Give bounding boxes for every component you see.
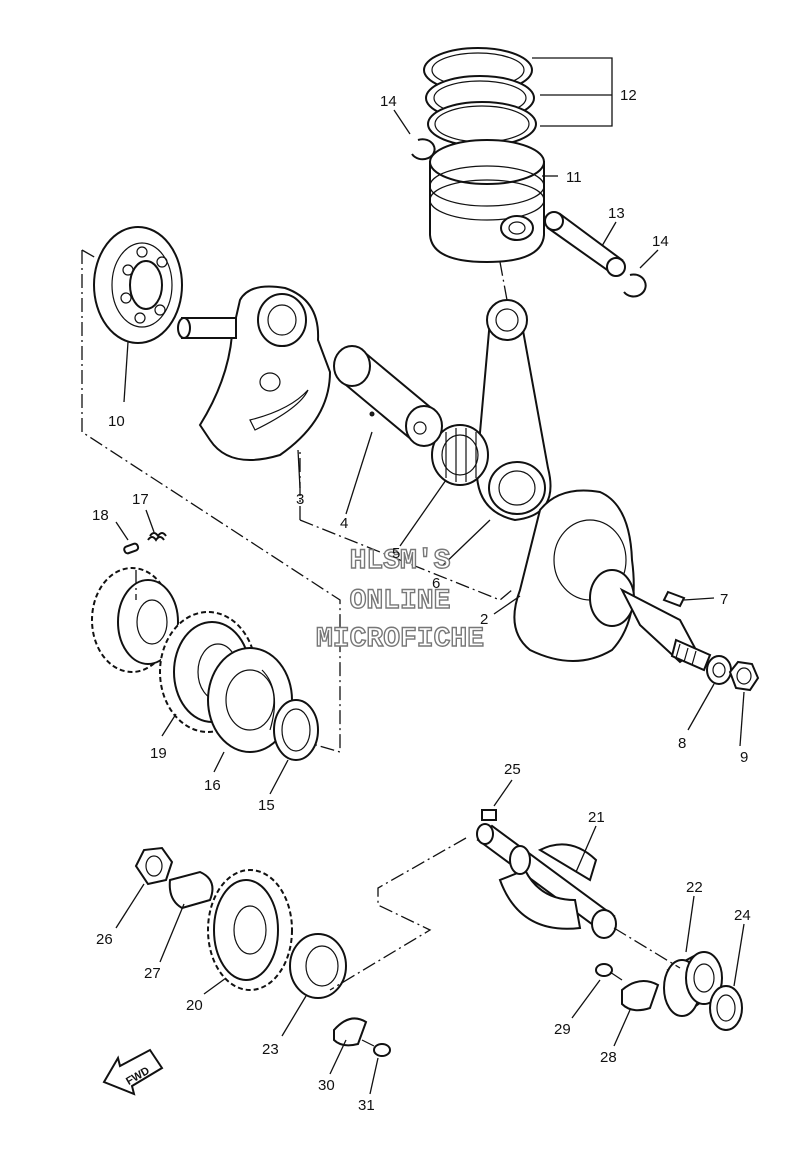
callout-7: 7 [720, 591, 728, 608]
retainer-plate-left [333, 1017, 368, 1047]
crank-washer [706, 655, 732, 685]
drive-gear [91, 567, 179, 673]
callout-4: 4 [340, 515, 348, 532]
crank-right [513, 489, 712, 672]
spring [147, 532, 167, 542]
piston-pin-clip-left [411, 138, 436, 161]
callout-13: 13 [608, 205, 625, 222]
retainer-plate [621, 980, 660, 1012]
callout-16: 16 [204, 777, 221, 794]
oil-seal [709, 985, 743, 1031]
leader-lines [115, 57, 745, 1095]
crank-left [177, 285, 332, 461]
callout-19: 19 [150, 745, 167, 762]
assembly-lines [81, 249, 681, 991]
callout-6: 6 [432, 575, 440, 592]
callout-9: 9 [740, 749, 748, 766]
watermark: HLSM'S ONLINE MICROFICHE [315, 545, 484, 655]
callout-27: 27 [144, 965, 161, 982]
crank-nut [728, 660, 760, 692]
balancer-bearing [663, 951, 723, 1017]
dowel-pin [123, 542, 140, 555]
piston-pin-clip-right [623, 273, 647, 298]
main-bearing-left [93, 226, 183, 344]
callout-24: 24 [734, 907, 751, 924]
callout-8: 8 [678, 735, 686, 752]
balancer-driven-gear [207, 869, 293, 991]
callout-31: 31 [358, 1097, 375, 1114]
callout-5: 5 [392, 545, 400, 562]
gear-nut [134, 846, 174, 886]
crank-pin [333, 345, 443, 447]
callout-17: 17 [132, 491, 149, 508]
plate-washer [273, 699, 319, 761]
retainer-screw-left [361, 1039, 391, 1057]
balancer-bearing-left [289, 933, 347, 999]
callout-20: 20 [186, 997, 203, 1014]
fwd-arrow-icon: FWD [102, 1048, 164, 1096]
connecting-rod [475, 299, 552, 522]
callout-25: 25 [504, 761, 521, 778]
watermark-line-2: ONLINE [350, 586, 451, 617]
lock-washer [168, 870, 214, 910]
callout-28: 28 [600, 1049, 617, 1066]
callout-18: 18 [92, 507, 109, 524]
callout-2: 2 [480, 611, 488, 628]
callout-29: 29 [554, 1021, 571, 1038]
callout-14-top: 14 [380, 93, 397, 110]
callout-21: 21 [588, 809, 605, 826]
callout-22: 22 [686, 879, 703, 896]
callout-labels: 12 14 11 13 14 10 3 4 5 6 2 7 8 9 18 17 … [92, 87, 751, 1114]
watermark-line-3: MICROFICHE [316, 624, 484, 655]
callout-12: 12 [620, 87, 637, 104]
callout-14-right: 14 [652, 233, 669, 250]
callout-15: 15 [258, 797, 275, 814]
callout-11: 11 [566, 169, 582, 186]
callout-10: 10 [108, 413, 125, 430]
piston [429, 139, 545, 264]
callout-26: 26 [96, 931, 113, 948]
retainer-screw [595, 963, 623, 981]
piston-pin [544, 211, 626, 277]
balancer-shaft [476, 823, 617, 939]
big-end-bearing [431, 424, 489, 486]
callout-3: 3 [296, 491, 304, 508]
callout-30: 30 [318, 1077, 335, 1094]
watermark-line-1: HLSM'S [350, 546, 451, 577]
piston-rings [423, 47, 537, 147]
callout-23: 23 [262, 1041, 279, 1058]
shaft-key [481, 809, 497, 821]
woodruff-key [662, 590, 686, 608]
